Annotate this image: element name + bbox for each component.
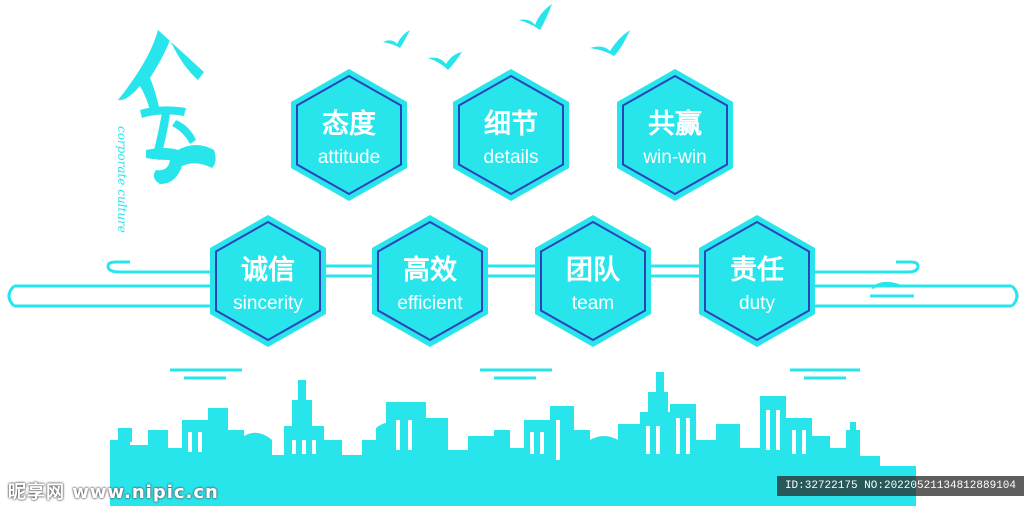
- bird-icon: [590, 30, 630, 56]
- value-label-cn: 细节: [484, 108, 538, 140]
- value-label-en: duty: [739, 293, 775, 314]
- value-badge-win-win: 共赢 win-win: [617, 69, 733, 201]
- hexagon-inner: [296, 74, 402, 196]
- value-badge-details: 细节 details: [453, 69, 569, 201]
- bird-icon: [519, 4, 552, 30]
- value-label-en: attitude: [318, 147, 380, 168]
- watermark-left: 昵享网 www.nipic.cn: [8, 482, 219, 503]
- hexagon-inner: [622, 74, 728, 196]
- bird-icon: [383, 30, 410, 48]
- value-badge-sincerity: 诚信 sincerity: [210, 215, 326, 347]
- value-label-en: efficient: [397, 293, 463, 314]
- value-label-en: team: [572, 293, 614, 314]
- birds: [383, 4, 630, 70]
- skyline-windows: [188, 410, 806, 460]
- value-badge-team: 团队 team: [535, 215, 651, 347]
- value-label-cn: 团队: [566, 255, 621, 286]
- bird-icon: [428, 52, 462, 70]
- value-label-cn: 高效: [403, 254, 457, 286]
- value-label-en: details: [484, 147, 539, 168]
- hexagon-inner: [540, 220, 646, 342]
- value-label-cn: 诚信: [241, 255, 295, 286]
- hexagon-inner: [215, 220, 321, 342]
- rail: [7, 260, 1019, 308]
- title-calligraphy: corporate culture: [115, 30, 216, 233]
- value-badge-attitude: 态度 attitude: [291, 69, 407, 201]
- cloud-lines: [170, 368, 860, 380]
- value-label-cn: 共赢: [648, 108, 702, 140]
- hexagon-inner: [377, 220, 483, 342]
- watermark-right: ID:32722175 NO:20220521134812889104: [776, 476, 1024, 496]
- value-badge-efficient: 高效 efficient: [372, 215, 488, 347]
- value-label-cn: 责任: [730, 255, 784, 286]
- hexagon-group: 态度 attitude 细节 details 共赢 win-win 诚信 sincerity 高…: [210, 69, 815, 347]
- hexagon-inner: [458, 74, 564, 196]
- hexagon-inner: [704, 220, 810, 342]
- title-subtitle: corporate culture: [115, 126, 129, 233]
- value-label-en: sincerity: [233, 293, 303, 314]
- value-label-en: win-win: [642, 147, 706, 168]
- value-label-cn: 态度: [322, 108, 376, 140]
- value-badge-duty: 责任 duty: [699, 215, 815, 347]
